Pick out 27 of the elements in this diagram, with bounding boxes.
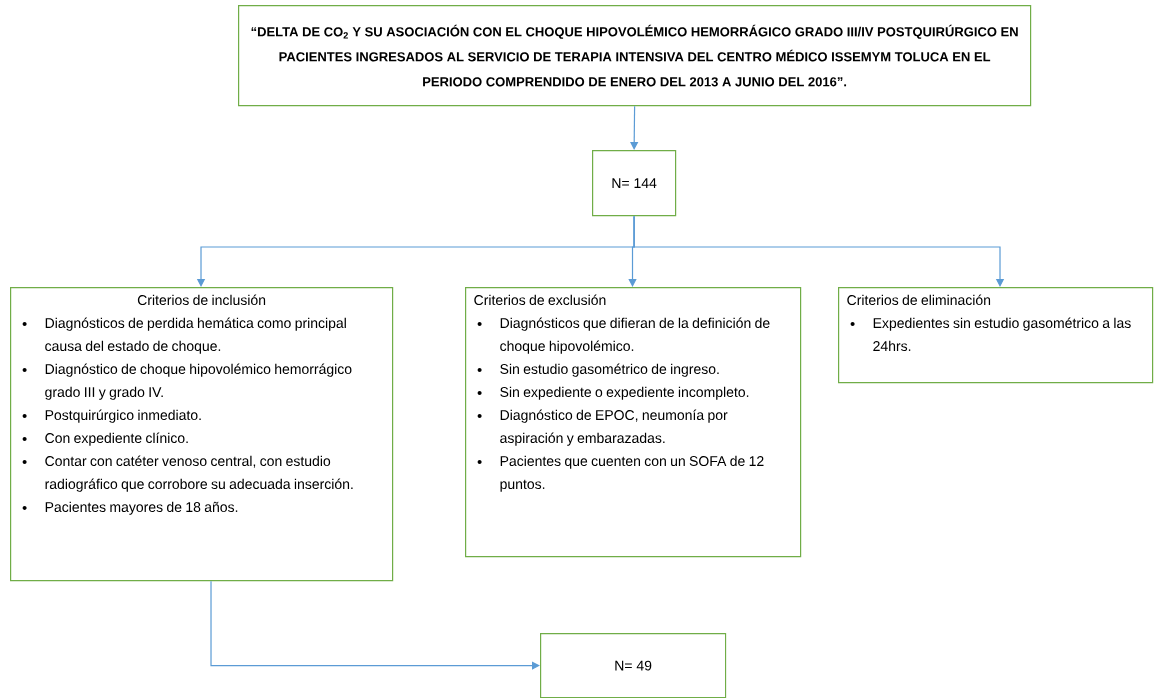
count-text: N= 144 [612,178,657,188]
criteria-box [465,287,802,558]
list-item: Pacientes mayores de 18 años. [45,501,238,515]
count-text: N= 49 [615,660,652,671]
list-item: Diagnósticos que difieran de la definición de choque hipovolémico. [500,317,770,354]
box-heading: Criterios de inclusión [137,294,266,306]
list-item: Pacientes que cuenten con un SOFA de 12 puntos. [500,455,764,492]
criteria-box [838,287,1154,384]
title-text: “DELTA DE CO$_{2}$ Y SU ASOCIACIÓN CON EL CHOQUE HIPOVOLÉMICO HEMORRÁGICO GRADO III/IV POSTQUIRÚRGICO EN PACIENTES INGRESADOS AL SERVICIO DE TERAPIA INTENSIVA DEL CENTRO MÉDICO ISSEMYM TOLUCA EN EL PERIODO COMPRENDIDO DE ENERO DEL 2013 A JUNIO DEL 2016”. [251,24,1018,87]
list-item: Diagnóstico de choque hipovolémico hemorrágico grado III y grado IV. [45,363,352,400]
count-box [540,633,727,698]
arrow [210,580,540,670]
title-box [238,5,1032,107]
list-item: Con expediente clínico. [45,432,188,446]
list-item: Postquirúrgico inmediato. [45,409,201,423]
list-item: Sin expediente o expediente incompleto. [500,386,749,400]
list-item: Diagnóstico de EPOC, neumonía por aspiración y embarazadas. [500,409,728,446]
box-heading: Criterios de exclusión [474,294,606,306]
criteria-box [10,287,394,582]
count-box [592,150,677,217]
arrow [633,215,1005,287]
list-item: Contar con catéter venoso central, con estudio radiográfico que corrobore su adecuada inserción. [45,455,353,492]
box-heading: Criterios de eliminación [847,294,991,306]
list-item: Diagnósticos de perdida hemática como principal causa del estado de choque. [45,317,346,354]
list-item: Sin estudio gasométrico de ingreso. [500,363,719,377]
arrow [630,105,639,150]
list-item: Expedientes sin estudio gasométrico a las 24hrs. [873,317,1131,352]
